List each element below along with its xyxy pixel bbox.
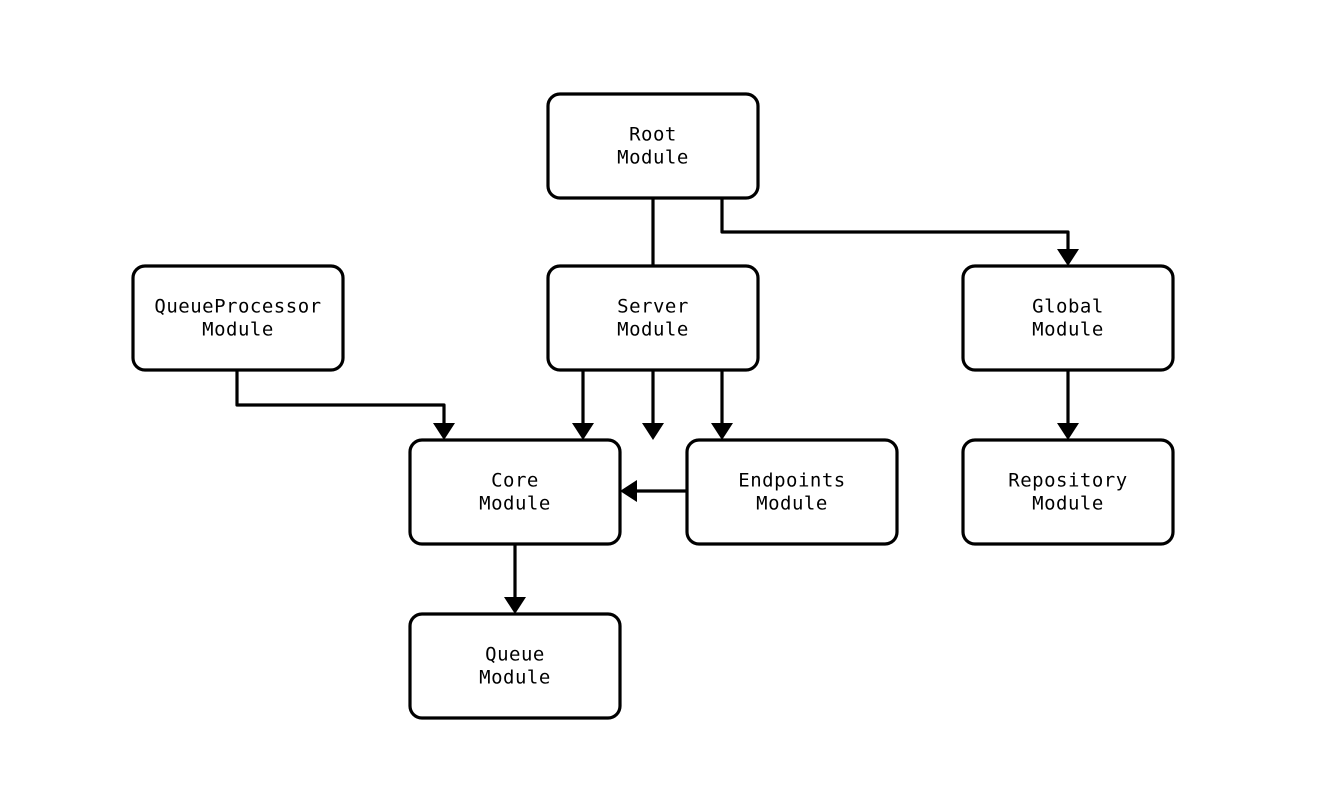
node-label-line2-server: Module [617,319,689,341]
arrow-head-icon [642,423,664,440]
arrow-head-icon [433,423,455,440]
node-label-line2-core: Module [479,493,551,515]
edge-root-global [720,198,1079,266]
node-label-line1-queueprocessor: QueueProcessor [154,296,321,318]
edge-endpoints-core [620,480,687,502]
edge-line [720,198,1070,250]
node-label-line1-queue: Queue [485,644,545,666]
node-label-line2-repository: Module [1032,493,1104,515]
node-box-global[interactable] [961,264,1175,372]
edge-server-core [572,370,594,440]
arrow-head-icon [1057,423,1079,440]
node-box-root[interactable] [546,92,760,200]
arrow-head-icon [504,597,526,614]
node-label-line2-queue: Module [479,667,551,689]
arrow-head-icon [572,423,594,440]
edge-core-queue [504,544,526,614]
edge-layer [235,198,1079,614]
node-label-line2-global: Module [1032,319,1104,341]
node-label-line2-endpoints: Module [756,493,828,515]
node-label-line2-root: Module [617,147,689,169]
node-box-core[interactable] [408,438,622,546]
edge-server-endpoints [711,370,733,440]
node-label-line1-global: Global [1032,296,1104,318]
node-label-line1-endpoints: Endpoints [738,470,845,492]
node-box-server[interactable] [546,264,760,372]
node-label-line2-queueprocessor: Module [202,319,274,341]
edge-line [235,370,446,424]
node-label-line1-server: Server [617,296,689,318]
node-box-endpoints[interactable] [685,438,899,546]
node-label-line1-root: Root [629,124,677,146]
node-label-line1-core: Core [491,470,539,492]
arrow-head-icon [1057,249,1079,266]
arrow-head-icon [711,423,733,440]
node-box-repository[interactable] [961,438,1175,546]
edge-queueprocessor-core [235,370,455,440]
node-layer: RootModuleQueueProcessorModuleServerModu… [131,92,1175,720]
node-label-line1-repository: Repository [1008,470,1127,492]
arrow-head-icon [620,480,637,502]
node-box-queueprocessor[interactable] [131,264,345,372]
node-box-queue[interactable] [408,612,622,720]
edge-global-repository [1057,370,1079,440]
